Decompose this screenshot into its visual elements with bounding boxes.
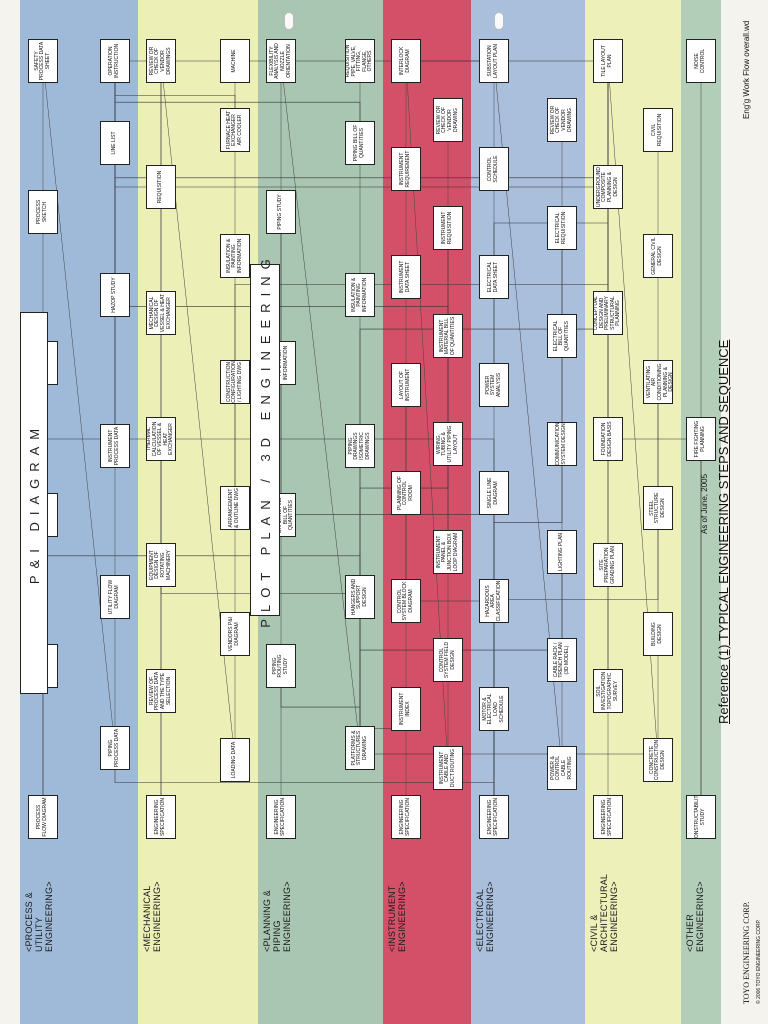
step-box: CONCEPTUAL DESIGN AND PRELIMINARY STRUCT… — [593, 291, 623, 335]
company-name: TOYO ENGINEERING CORP. — [742, 901, 751, 1004]
step-box: PIPING PROCESS DATA — [100, 726, 130, 770]
step-box: PIPING STUDY — [266, 190, 296, 234]
step-box: HAZARDOUS AREA CLASSIFICATION — [479, 579, 509, 623]
step-box: SINGLE LINE DIAGRAM — [479, 471, 509, 515]
step-box: ELECTRICAL REQUISITION — [547, 206, 577, 250]
pid-diagram-bar: P&I DIAGRAM — [20, 312, 48, 694]
step-box: UTILITY FLOW DIAGRAM — [100, 575, 130, 619]
step-box: THERMAL CALCULATION OF VESSEL & HEAT EXC… — [146, 417, 176, 461]
step-box: REVIEW OR CHECK OF VENDOR DRAWING — [433, 98, 463, 142]
step-box: INSTRUMENT INDEX — [391, 687, 421, 731]
step-box: ENGINEERING SPECIFICATION — [391, 795, 421, 839]
step-box: STEEL STRUCTURE DESIGN — [643, 486, 673, 530]
pid-label: P&I DIAGRAM — [26, 421, 42, 585]
step-box: CONSTRUCTION CONFIGURATION / LIGHTING DW… — [220, 360, 250, 404]
step-box: PROCESS SKETCH — [28, 190, 58, 234]
step-box: ELECTRICAL DATA SHEET — [479, 255, 509, 299]
step-box: GENERAL CIVIL DESIGN — [643, 234, 673, 278]
step-box: OPERATION INSTRUCTION — [100, 39, 130, 83]
step-box: HAZOP STUDY — [100, 273, 130, 317]
step-box: NOISE CONTROL — [686, 39, 716, 83]
step-box: LINE LIST — [100, 121, 130, 165]
step-box: FOUNDATION DESIGN BASIS — [593, 417, 623, 461]
step-box: TILE LAYOUT PLAN — [593, 39, 623, 83]
step-box: FURNACE HEAT EXCHANGER AIR COOLER — [220, 108, 250, 152]
step-box: INSULATION & PAINTING INFORMATION — [345, 273, 375, 317]
step-box: REVIEW OR CHECK OF VENDOR DRAWING — [547, 98, 577, 142]
step-box: FLEXIBILITY ANALYSIS AND NOZZLE ORIENTAT… — [266, 39, 296, 83]
step-box: INSTRUMENT PROCESS DATA — [100, 424, 130, 468]
plot-plan-3d-engineering-bar: PLOT PLAN / 3D ENGINEERING — [250, 252, 280, 628]
step-box: ENGINEERING SPECIFICATION — [266, 795, 296, 839]
step-box: CONTROL SYSTEM BLOCK DIAGRAM — [391, 579, 421, 623]
step-box: SUBSTATION LAYOUT PLAN — [479, 39, 509, 83]
step-box: INSTRUMENT MATERIAL BILL OF QUANTITIES — [433, 314, 463, 358]
step-box: INSULATION & PAINTING INFORMATION — [220, 234, 250, 278]
step-box: LOADING DATA — [220, 738, 250, 782]
step-box: VENDORS P&I DIAGRAM — [220, 612, 250, 656]
step-box: INTERLOCK DIAGRAM — [391, 39, 421, 83]
step-box: CIVIL REQUISITION — [643, 108, 673, 152]
step-box: ENGINEERING SPECIFICATION — [479, 795, 509, 839]
step-box: CONSTRUCTABILITY STUDY — [686, 795, 716, 839]
binder-hole-left — [284, 12, 294, 30]
step-box: FIRE FIGHTING PLANNING — [686, 417, 716, 461]
step-box: CONTROL SCHEDULE — [479, 147, 509, 191]
step-box: REQUISITION PIPE, VALVE, FITTING, FLANGE… — [345, 39, 375, 83]
step-box: ELECTRICAL BILL OF QUANTITIES — [547, 314, 577, 358]
step-box: PLANNING OF CONTROL ROOM — [391, 471, 421, 515]
step-box: INSTRUMENT PANEL & JUNCTION BOX LOOP DIA… — [433, 530, 463, 574]
binder-hole-right — [494, 12, 504, 30]
step-box: CONTROL SYSTEM FIELD DESIGN — [433, 638, 463, 682]
flow-line — [42, 60, 116, 749]
step-box: SITE PREPARATION GRADING PLAN — [593, 543, 623, 587]
step-box: PIPING ROUTING STUDY — [266, 644, 296, 688]
step-box: POWER & CONTROL CABLE ROUTING — [547, 746, 577, 790]
step-box: PIPING BILL OF QUANTITIES — [345, 121, 375, 165]
step-box: ENGINEERING SPECIFICATION — [593, 795, 623, 839]
workflow-note: Eng'g Work Flow overall.wd — [742, 20, 751, 119]
step-box: INSTRUMENT CABLE AND DUCT ROUTING — [433, 746, 463, 790]
step-box: REVIEW OR CHECK OF VENDOR DRAWINGS — [146, 39, 176, 83]
step-box: REVIEW OF PROCESS DATA AND THE TYPE SELE… — [146, 669, 176, 713]
flow-line — [359, 748, 659, 760]
step-box: REQUISITION — [146, 165, 176, 209]
step-box: PLATFORMS & STRUCTURES DRAWING — [345, 726, 375, 770]
step-box: WIRING, TUBING & UTILITY PIPING LAYOUT — [433, 422, 463, 466]
step-box: INSTRUMENT DATA SHEET — [391, 255, 421, 299]
step-box: SAFETY PROCESS DATA SHEET — [28, 39, 58, 83]
flow-line — [114, 61, 609, 295]
step-box: LIGHTING PLAN — [547, 530, 577, 574]
step-box: COMMUNICATION SYSTEM DESIGN — [547, 422, 577, 466]
step-box: HANGERS AND SUPPORT DESIGN — [345, 575, 375, 619]
step-box: ENGINEERING SPECIFICATION — [146, 795, 176, 839]
step-box: MOTOR & ELECTRICAL LOAD SCHEDULE — [479, 687, 509, 731]
flow-line — [280, 60, 361, 749]
step-box: LAYOUT OF INSTRUMENT — [391, 363, 421, 407]
step-box: BUILDING DESIGN — [643, 612, 673, 656]
step-box: INSTRUMENT REQUISITION — [433, 206, 463, 250]
step-box: POWER SYSTEM ANALYSIS — [479, 363, 509, 407]
as-of-date: As of June, 2005 — [700, 473, 709, 534]
step-box: MACHINE — [220, 39, 250, 83]
step-box: ARRANGEMENT & OUTLINE DWG — [220, 486, 250, 530]
copyright: © 2006 TOYO ENGINEERING CORP. — [756, 919, 762, 1004]
step-box: SOIL INVESTIGATION TOPOGRAPHIC SURVEY — [593, 669, 623, 713]
step-box: UNDERGROUND COMPOSITE PLANNING & DESIGN — [593, 165, 623, 209]
step-box: CABLE RACK / TRENCH PLAN (3D MODEL) — [547, 638, 577, 682]
step-box: PIPING DRAWINGS ISOMETRIC DRAWINGS — [345, 424, 375, 468]
page-title: Reference (1) TYPICAL ENGINEERING STEPS … — [716, 339, 731, 724]
step-box: PROCESS FLOW DIAGRAM — [28, 795, 58, 839]
step-box: INSTRUMENT REQUIREMENT — [391, 147, 421, 191]
step-box: HEATING VENTILATING AIR CONDITIONING PLA… — [643, 360, 673, 404]
step-box: MECHANICAL DESIGN OF VESSEL & HEAT EXCHA… — [146, 291, 176, 335]
plot-plan-label: PLOT PLAN / 3D ENGINEERING — [257, 252, 273, 628]
flow-line — [42, 363, 361, 749]
flow-line — [280, 212, 495, 817]
step-box: EQUIPMENT DESIGN OF ROTATING MACHINERY — [146, 543, 176, 587]
step-box: CONCRETE CONSTRUCTION DESIGN — [643, 738, 673, 782]
